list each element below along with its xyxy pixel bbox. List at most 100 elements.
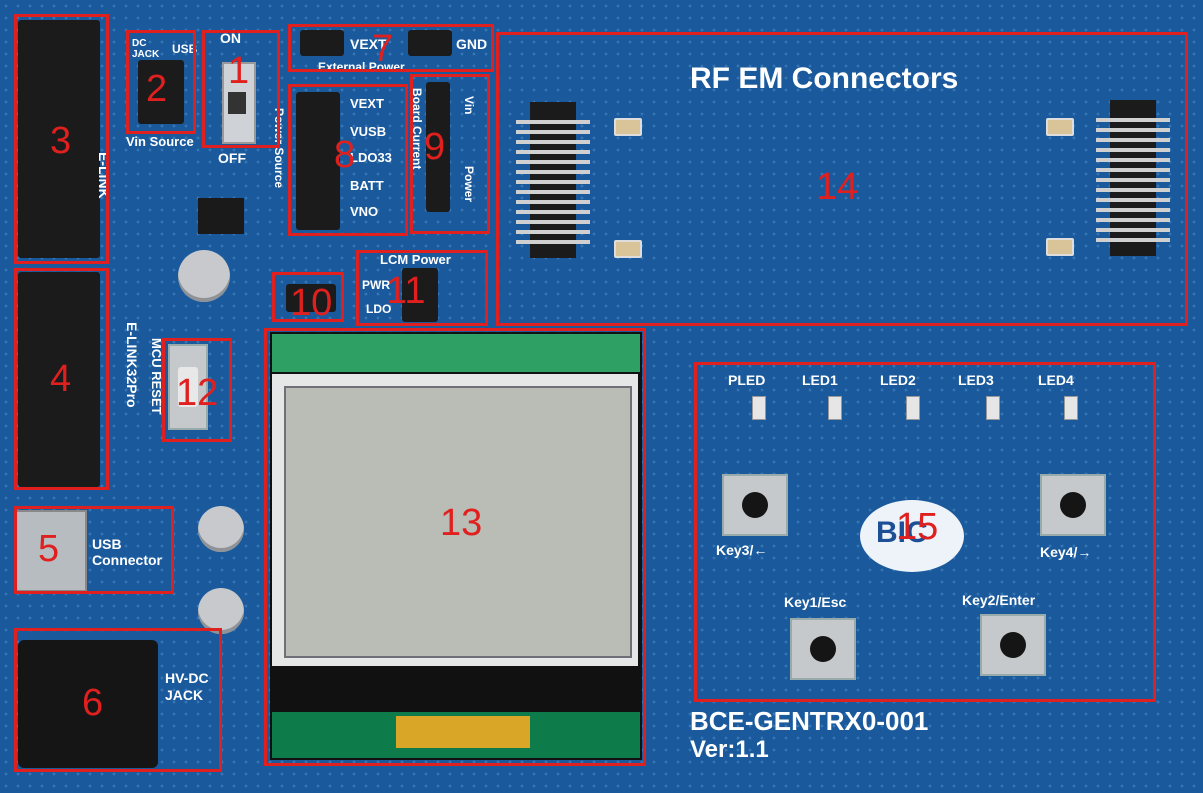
key2-label: Key2/Enter: [962, 592, 1036, 608]
e-link32pro-header: [18, 272, 100, 487]
on-label: ON: [220, 30, 241, 46]
lcm-power-jumper: [402, 268, 438, 322]
ldo-label: LDO: [366, 302, 392, 316]
key4-label: Key4/→: [1040, 544, 1092, 560]
vin-source-switch: [138, 60, 184, 124]
callout-box-13: [264, 328, 646, 766]
key2-button[interactable]: [980, 614, 1046, 676]
jumper-10: [286, 284, 336, 312]
callout-number-15: 15: [896, 506, 939, 548]
capacitor-c18: [1046, 238, 1074, 256]
dc-jack-label: DC JACK: [132, 38, 160, 60]
key1-cap: [810, 636, 836, 662]
callout-number-1: 1: [228, 50, 250, 92]
key3-cap: [742, 492, 768, 518]
capacitor-c6: [198, 506, 244, 552]
callout-number-7: 7: [372, 28, 394, 70]
led3-label: LED3: [958, 372, 994, 388]
rf-connector-cn2-pins: [1096, 118, 1170, 242]
usb-label: USB: [172, 42, 198, 56]
callout-box-5: [14, 506, 174, 594]
mcu-reset-button[interactable]: [168, 344, 208, 430]
led4-label: LED4: [1038, 372, 1074, 388]
callout-number-14: 14: [816, 166, 859, 208]
e-link-header: [18, 20, 100, 258]
callout-box-10: [272, 272, 344, 322]
key4-cap: [1060, 492, 1086, 518]
board-name: BCE-GENTRX0-001: [690, 706, 929, 736]
ldo33-label: LDO33: [350, 150, 392, 165]
key3-button[interactable]: [722, 474, 788, 536]
pled-indicator: [752, 396, 766, 420]
rf-em-connectors-label: RF EM Connectors: [690, 62, 959, 95]
vext-label: VEXT: [350, 96, 384, 111]
off-label: OFF: [218, 150, 246, 166]
power-slide-knob: [228, 92, 246, 114]
key3-label: Key3/←: [716, 542, 768, 558]
regulator-chip: [198, 198, 244, 234]
electrolytic-capacitor: [178, 250, 230, 302]
board-current-jumper: [426, 82, 450, 212]
led2-indicator: [906, 396, 920, 420]
led1-indicator: [828, 396, 842, 420]
external-vext-label: VEXT: [350, 36, 387, 52]
vin-source-label: Vin Source: [126, 134, 194, 149]
callout-box-1: [202, 30, 280, 148]
capacitor-c14: [1046, 118, 1074, 136]
lcd-header-strip: [272, 334, 640, 372]
callout-box-15: [694, 362, 1156, 702]
callout-number-13: 13: [440, 502, 483, 544]
callout-box-8: [288, 84, 408, 236]
callout-box-6: [14, 628, 222, 772]
led4-indicator: [1064, 396, 1078, 420]
hv-dc-jack-part: [18, 640, 158, 768]
callout-box-2: [126, 30, 196, 134]
e-link32pro-label: E-LINK32Pro: [124, 322, 140, 408]
lcd-flex-cable: [396, 716, 530, 748]
capacitor-c11: [614, 118, 642, 136]
lcd-screen: [284, 386, 632, 658]
pled-label: PLED: [728, 372, 766, 388]
rf-connector-cn1-pins: [516, 120, 590, 244]
led2-label: LED2: [880, 372, 916, 388]
vno-label: VNO: [350, 204, 379, 219]
vusb-label: VUSB: [350, 124, 387, 139]
pwr-label: PWR: [362, 278, 390, 292]
callout-box-4: [14, 268, 109, 490]
gnd-label: GND: [456, 36, 488, 52]
board-version: Ver:1.1: [690, 736, 769, 763]
batt-label: BATT: [350, 178, 384, 193]
callout-number-2: 2: [146, 68, 168, 110]
bic-logo: [860, 500, 964, 572]
bic-logo-text: BIC: [876, 516, 928, 549]
power-source-jumpers: [296, 92, 340, 230]
callout-number-11: 11: [386, 270, 426, 312]
capacitor-c17: [614, 240, 642, 258]
callout-box-9: [410, 74, 490, 234]
usb-connector-label: USB Connector: [92, 536, 162, 568]
callout-number-5: 5: [38, 528, 60, 570]
led1-label: LED1: [802, 372, 838, 388]
callout-box-7: [288, 24, 494, 72]
key2-cap: [1000, 632, 1026, 658]
callout-box-12: [162, 338, 232, 442]
callout-number-4: 4: [50, 358, 72, 400]
hv-dc-jack-label: HV-DC JACK: [165, 670, 209, 703]
key1-button[interactable]: [790, 618, 856, 680]
external-power-jumper-gnd: [408, 30, 452, 56]
key4-button[interactable]: [1040, 474, 1106, 536]
callout-number-8: 8: [334, 134, 356, 176]
capacitor-c1: [198, 588, 244, 634]
external-power-jumper-vext: [300, 30, 344, 56]
callout-number-3: 3: [50, 120, 72, 162]
mcu-reset-key: [178, 367, 198, 407]
callout-number-12: 12: [176, 372, 219, 414]
led3-indicator: [986, 396, 1000, 420]
callout-number-6: 6: [82, 682, 104, 724]
callout-number-10: 10: [290, 282, 333, 324]
callout-box-14: [496, 32, 1188, 326]
lcm-power-label: LCM Power: [380, 252, 451, 267]
key1-label: Key1/Esc: [784, 594, 847, 610]
usb-connector-part: [15, 510, 87, 592]
